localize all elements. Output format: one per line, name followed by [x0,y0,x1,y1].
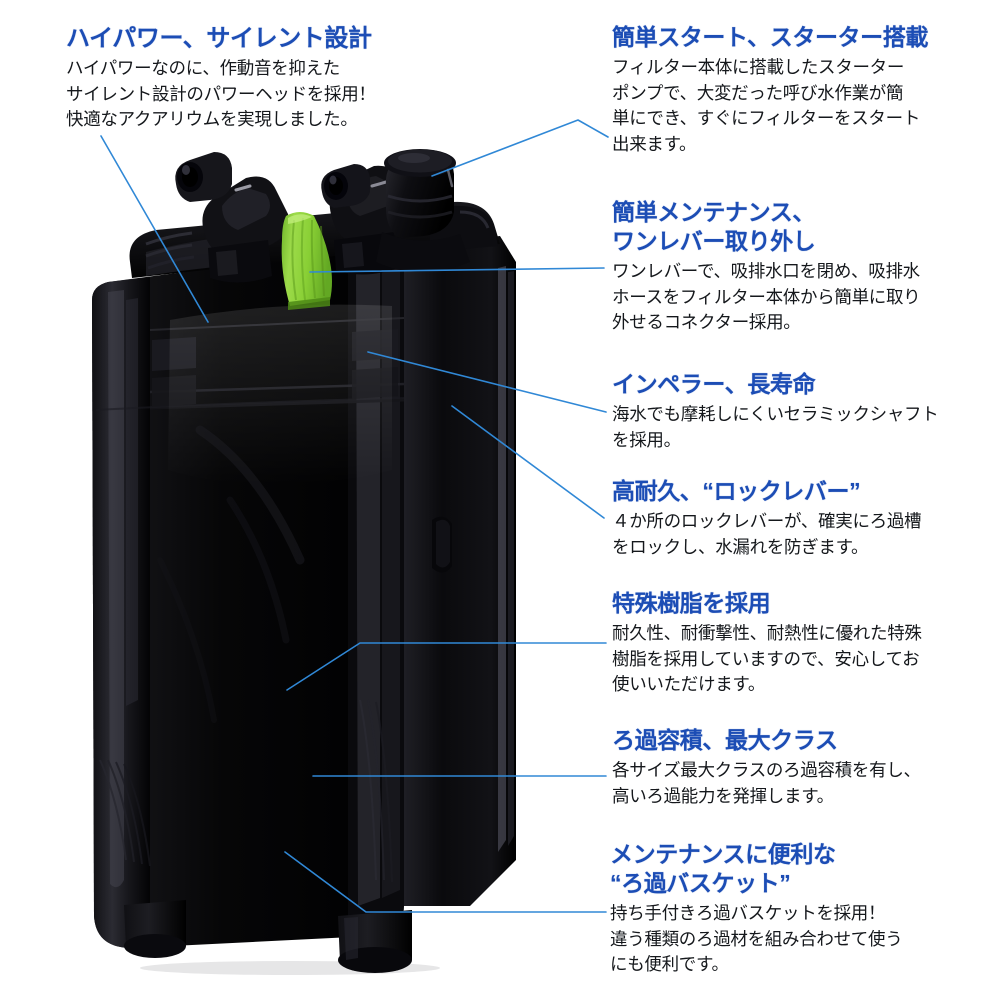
callout-body: 耐久性、耐衝撃性、耐熱性に優れた特殊 樹脂を採用していますので、安心してお 使い… [612,623,922,694]
callout-heading: 簡単メンテナンス、 ワンレバー取り外し [612,199,816,254]
callout-power-silent: ハイパワー、サイレント設計 ハイパワーなのに、作動音を抑えた サイレント設計のパ… [66,24,396,133]
callout-special-resin: 特殊樹脂を採用 耐久性、耐衝撃性、耐熱性に優れた特殊 樹脂を採用していますので、… [612,589,980,698]
callout-heading: ろ過容積、最大クラス [612,727,838,753]
callout-heading: 特殊樹脂を採用 [612,590,771,616]
callout-body: フィルター本体に搭載したスターター ポンプで、大変だった呼び水作業が簡 単にでき… [612,57,921,154]
callout-heading: メンテナンスに便利な “ろ過バスケット” [610,841,836,896]
callout-heading: 高耐久、“ロックレバー” [612,478,861,504]
callout-filter-basket: メンテナンスに便利な “ろ過バスケット” 持ち手付きろ過バスケットを採用！ 違う… [610,840,982,978]
callout-easy-start: 簡単スタート、スターター搭載 フィルター本体に搭載したスターター ポンプで、大変… [612,23,964,157]
callout-body: ４か所のロックレバーが、確実にろ過槽 をロックし、水漏れを防ぎます。 [612,511,922,557]
callout-lock-lever: 高耐久、“ロックレバー” ４か所のロックレバーが、確実にろ過槽 をロックし、水漏… [612,477,980,560]
callout-body: 持ち手付きろ過バスケットを採用！ 違う種類のろ過材を組み合わせて使う にも便利で… [610,903,903,974]
callout-body: ワンレバーで、吸排水口を閉め、吸排水 ホースをフィルター本体から簡単に取り 外せ… [612,261,921,332]
callout-body: 各サイズ最大クラスのろ過容積を有し、 高いろ過能力を発揮します。 [612,760,921,806]
product-feet [124,900,412,973]
callout-body: 海水でも摩耗しにくいセラミックシャフト を採用。 [612,404,939,450]
canister-body [92,236,516,948]
lock-lever-handle [281,212,332,310]
callout-heading: 簡単スタート、スターター搭載 [612,24,928,50]
callout-heading: インペラー、長寿命 [612,371,816,397]
callout-body: ハイパワーなのに、作動音を抑えた サイレント設計のパワーヘッドを採用！ 快適なア… [66,58,376,129]
callout-filter-volume: ろ過容積、最大クラス 各サイズ最大クラスのろ過容積を有し、 高いろ過能力を発揮し… [612,726,980,809]
callout-heading: ハイパワー、サイレント設計 [66,25,372,52]
callout-impeller-long-life: インペラー、長寿命 海水でも摩耗しにくいセラミックシャフト を採用。 [612,370,980,453]
callout-easy-maintenance: 簡単メンテナンス、 ワンレバー取り外し ワンレバーで、吸排水口を閉め、吸排水 ホ… [612,198,964,336]
